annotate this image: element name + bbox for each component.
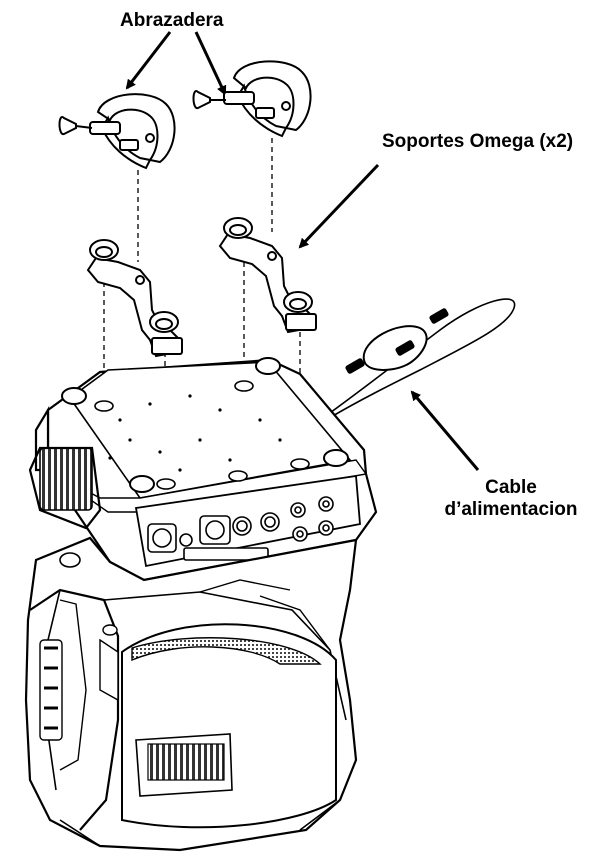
- power-cable-label-line1: Cable: [485, 477, 537, 498]
- omega-arrow: [298, 163, 380, 249]
- base-screws: [108, 394, 282, 472]
- clamp-label: Abrazadera: [120, 10, 224, 31]
- omega-bracket-right: [218, 217, 317, 334]
- omega-bracket-left: [86, 239, 183, 358]
- clamp-right: [192, 60, 312, 138]
- base-feet: [61, 357, 349, 493]
- cable-arrow: [410, 390, 480, 471]
- clamp-arrows: [125, 31, 227, 96]
- base-mount-holes: [94, 380, 310, 490]
- connector-panel: [147, 496, 334, 561]
- clamp-arrow-left: [125, 31, 172, 90]
- omega-brackets-label: Soportes Omega (x2): [382, 131, 574, 152]
- power-cable-label: Cable d’alimentacion: [436, 477, 586, 521]
- clamp-arrow-right: [194, 31, 227, 96]
- fixture-head: [24, 536, 358, 852]
- power-cable: [235, 298, 516, 477]
- power-cable-label-line2: d’alimentacion: [444, 498, 578, 520]
- clamp-left: [58, 93, 176, 170]
